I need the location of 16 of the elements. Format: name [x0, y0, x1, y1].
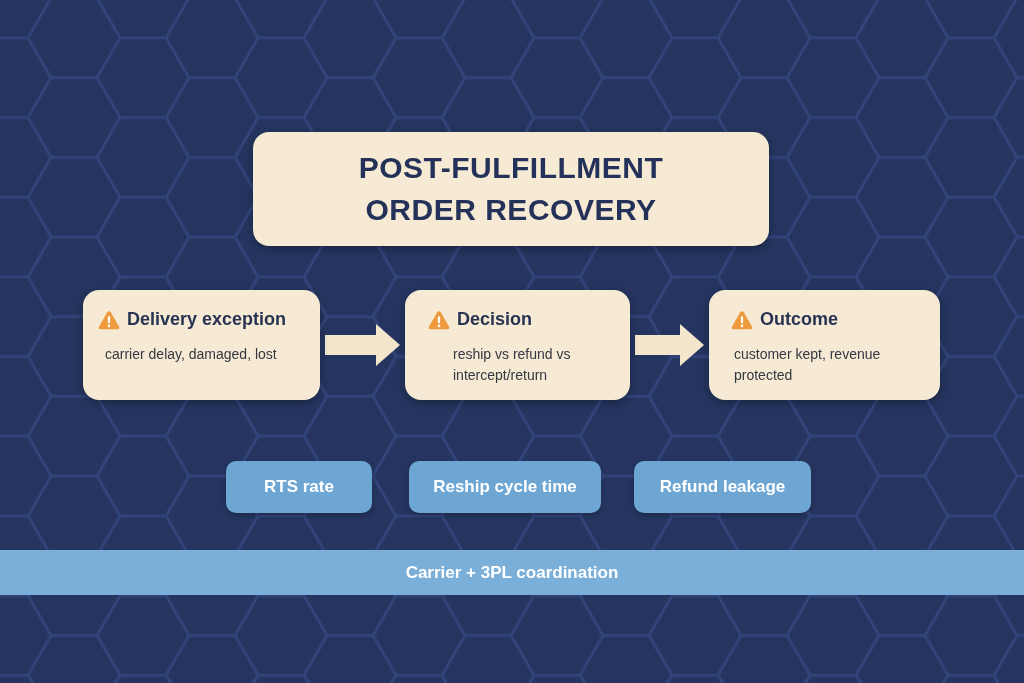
metric-tag: RTS rate — [226, 461, 372, 513]
metric-tag: Reship cycle time — [409, 461, 601, 513]
card-description: reship vs refund vs intercept/return — [452, 345, 572, 385]
process-card — [405, 290, 630, 400]
process-card — [709, 290, 940, 400]
block-arrow — [325, 324, 400, 366]
card-heading: Delivery exception — [127, 309, 287, 330]
title-text: POST-FULFILLMENT ORDER RECOVERY — [357, 150, 665, 228]
metric-tag: Refund leakage — [634, 461, 811, 513]
card-heading: Decision — [457, 309, 533, 330]
footer-band: Carrier + 3PL coardination — [0, 550, 1024, 595]
block-arrow — [635, 324, 704, 366]
card-description: carrier delay, damaged, lost — [104, 345, 278, 364]
process-card — [83, 290, 320, 400]
card-heading: Outcome — [760, 309, 838, 330]
card-description: customer kept, revenue protected — [733, 345, 882, 385]
